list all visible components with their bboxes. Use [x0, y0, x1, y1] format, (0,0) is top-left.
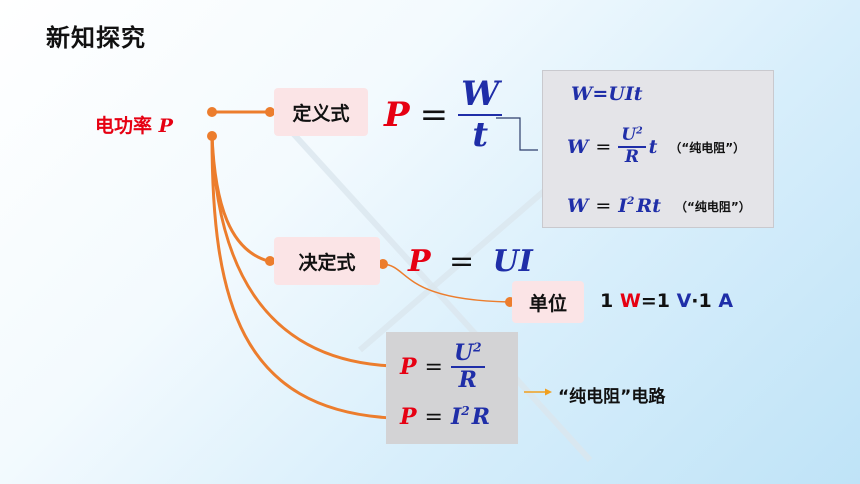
- formula-lhs: W: [567, 195, 589, 217]
- numerator-exponent: 2: [636, 125, 643, 137]
- unit-part: ·1: [691, 290, 719, 312]
- fraction-numerator: U2: [450, 339, 485, 368]
- page-title: 新知探究: [46, 24, 146, 52]
- unit-part: 1: [600, 290, 620, 312]
- definition-pill: 定义式: [274, 88, 368, 136]
- formula-eq: =: [419, 95, 449, 135]
- node-dot: [378, 259, 388, 269]
- numerator-base: U: [453, 339, 474, 366]
- formula-eq: =: [595, 136, 612, 158]
- connector-root-decisive: [210, 135, 269, 263]
- arrow-head-icon: [545, 388, 552, 396]
- formula-suffix: t: [648, 136, 658, 158]
- node-dot: [265, 256, 275, 266]
- unit-part: =1: [640, 290, 677, 312]
- fraction-denominator: R: [458, 367, 477, 393]
- numerator-exponent: 2: [473, 340, 482, 355]
- work-formula-2: W = U2 R t （“纯电阻”）: [567, 121, 745, 173]
- unit-ampere: A: [718, 290, 734, 312]
- fraction-denominator: t: [472, 115, 489, 155]
- formula-eq: =: [449, 244, 475, 279]
- formula-fraction: W t: [458, 74, 503, 155]
- formula-fraction: U2 R: [618, 125, 646, 167]
- formula-eq: =: [595, 195, 612, 217]
- unit-pill: 单位: [512, 281, 584, 323]
- pure-resistance-note: “纯电阻”电路: [558, 387, 666, 407]
- formula-note: （“纯电阻”）: [675, 199, 751, 214]
- power-formula-u2r: P = U2 R: [400, 336, 485, 398]
- root-concept: 电功率 P: [95, 111, 173, 138]
- formula-fraction: U2 R: [450, 339, 485, 394]
- formula-lhs: P: [400, 354, 417, 380]
- formula-lhs: P: [400, 404, 417, 430]
- formula-lhs: P: [384, 95, 410, 135]
- work-formula-1: W=UIt: [571, 83, 643, 105]
- fraction-denominator: R: [624, 147, 639, 167]
- formula-exponent: 2: [461, 404, 470, 418]
- formula-rhs: UI: [492, 244, 533, 279]
- formula-base: I: [450, 404, 462, 430]
- numerator-base: U: [621, 125, 637, 146]
- formula-base: I: [618, 195, 628, 217]
- definition-label: 定义式: [292, 102, 350, 125]
- formula-exponent: 2: [627, 195, 635, 207]
- root-symbol: P: [158, 115, 173, 137]
- decisive-label: 决定式: [298, 251, 356, 274]
- node-dot: [265, 107, 275, 117]
- node-dot: [207, 131, 217, 141]
- formula-lhs: P: [408, 244, 431, 279]
- fraction-numerator: W: [458, 74, 503, 116]
- formula-eq: =: [424, 354, 443, 380]
- root-label: 电功率: [95, 115, 153, 137]
- connector-root-p-u2r: [210, 135, 393, 368]
- definition-formula: P = W t: [384, 74, 503, 156]
- connector-root-p-i2r: [210, 135, 393, 420]
- formula-eq: =: [424, 404, 443, 430]
- formula-note: （“纯电阻”）: [669, 140, 746, 155]
- formula-rest: Rt: [636, 195, 661, 217]
- unit-volt: V: [676, 290, 692, 312]
- fraction-numerator: U2: [618, 125, 646, 148]
- node-dot: [207, 107, 217, 117]
- formula-lhs: W: [567, 136, 589, 158]
- decisive-pill: 决定式: [274, 237, 380, 285]
- bracket-connector: [496, 117, 538, 151]
- decisive-formula: P = UI: [408, 244, 533, 279]
- unit-equation: 1 W=1 V·1 A: [600, 290, 733, 312]
- formula-rest: R: [471, 404, 490, 430]
- connector-decisive-unit: [382, 263, 511, 303]
- unit-watt: W: [619, 290, 641, 312]
- unit-label: 单位: [528, 292, 567, 315]
